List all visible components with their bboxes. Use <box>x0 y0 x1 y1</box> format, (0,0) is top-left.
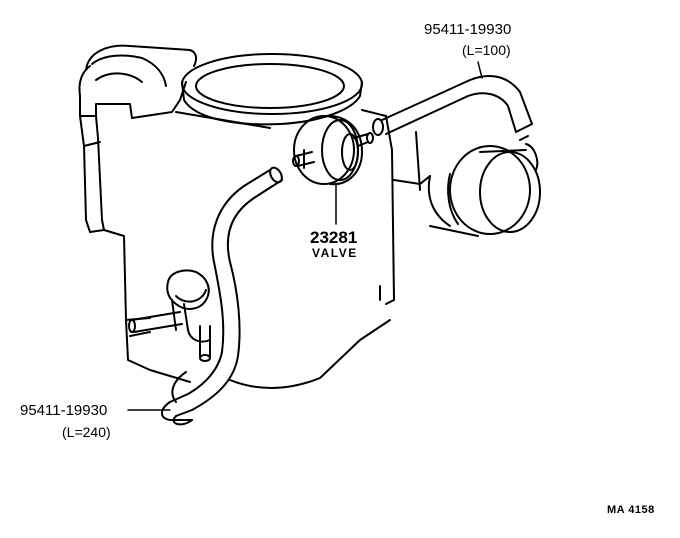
hose-top-length-label: (L=100) <box>462 42 511 58</box>
valve-part <box>292 114 374 186</box>
valve-part-label: 23281 <box>310 228 358 247</box>
hose-bottom <box>161 166 283 426</box>
valve-name-label: VALVE <box>312 246 358 260</box>
leader-top-hose <box>477 61 483 79</box>
hose-bottom-part-label: 95411-19930 <box>20 402 108 419</box>
figure-code-label: MA 4158 <box>607 504 655 516</box>
hose-bottom-length-label: (L=240) <box>62 424 111 440</box>
hose-top <box>372 75 533 136</box>
hose-top-part-label: 95411-19930 <box>424 21 512 38</box>
carburetor-body <box>78 44 421 389</box>
diaphragm-unit <box>419 135 541 237</box>
leader-lines <box>127 61 483 411</box>
